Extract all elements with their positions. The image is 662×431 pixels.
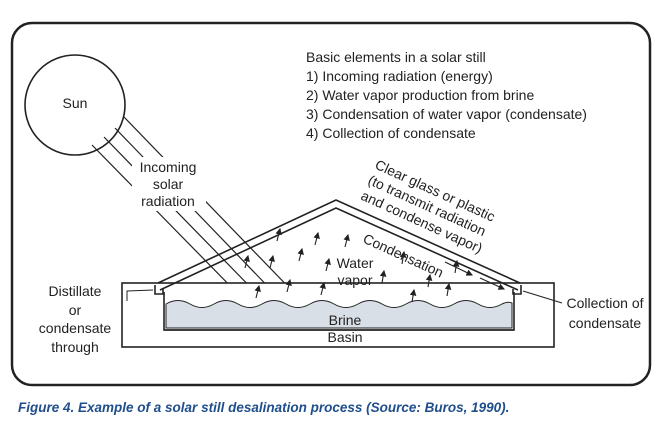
gutter-left bbox=[154, 285, 164, 295]
figure-caption-text: Example of a solar still desalination pr… bbox=[74, 400, 510, 415]
vapor-arrow bbox=[324, 257, 331, 272]
sun-ray bbox=[91, 144, 244, 300]
svg-text:Incoming: Incoming bbox=[140, 159, 197, 175]
vapor-arrow bbox=[313, 231, 320, 246]
brine-water bbox=[165, 300, 513, 329]
sun-ray bbox=[103, 136, 263, 300]
distillate-label: Distillate or condensate through bbox=[39, 283, 112, 355]
vapor-arrow bbox=[343, 233, 350, 248]
svg-text:solar: solar bbox=[153, 176, 184, 192]
collection-leader bbox=[522, 290, 563, 304]
sun-ray bbox=[114, 127, 281, 300]
distillate-leader bbox=[126, 289, 154, 301]
svg-text:condensate: condensate bbox=[569, 315, 642, 331]
element-item: 2) Water vapor production from brine bbox=[306, 87, 534, 103]
condensation-arrow bbox=[479, 277, 505, 290]
vapor-arrow bbox=[409, 288, 417, 303]
solar-still-diagram: Sun Incoming solar radiation Basic eleme… bbox=[10, 21, 652, 387]
vapor-arrow bbox=[319, 281, 326, 296]
vapor-arrow bbox=[275, 227, 282, 242]
figure-number: Figure 4. bbox=[18, 400, 75, 415]
element-item: 3) Condensation of water vapor (condensa… bbox=[306, 106, 587, 122]
vapor-arrow bbox=[444, 282, 452, 297]
basin-label: Basin bbox=[327, 329, 362, 345]
svg-text:or: or bbox=[69, 302, 82, 318]
svg-text:radiation: radiation bbox=[141, 193, 195, 209]
svg-text:Collection of: Collection of bbox=[566, 295, 643, 311]
vapor-arrow bbox=[254, 284, 261, 299]
elements-heading: Basic elements in a solar still bbox=[306, 49, 486, 65]
svg-text:vapor: vapor bbox=[337, 272, 372, 288]
sun-ray bbox=[123, 116, 301, 300]
vapor-arrow bbox=[399, 250, 407, 265]
sun-circle bbox=[24, 54, 126, 156]
condensation-arrows bbox=[444, 261, 505, 290]
figure-caption: Figure 4. Example of a solar still desal… bbox=[18, 400, 509, 415]
svg-text:through: through bbox=[51, 339, 98, 355]
vapor-arrow bbox=[425, 273, 433, 288]
incoming-radiation-label: Incoming solar radiation bbox=[140, 159, 197, 209]
element-item: 4) Collection of condensate bbox=[306, 125, 476, 141]
svg-text:Distillate: Distillate bbox=[49, 283, 102, 299]
vapor-arrow bbox=[297, 247, 304, 262]
brine-label: Brine bbox=[329, 312, 362, 328]
vapor-arrow bbox=[268, 254, 275, 269]
elements-list: Basic elements in a solar still 1) Incom… bbox=[306, 49, 587, 141]
vapor-arrow bbox=[243, 254, 250, 269]
water-vapor-label: Water vapor bbox=[337, 255, 374, 288]
sun-rays bbox=[91, 116, 301, 300]
sun-label: Sun bbox=[63, 95, 88, 111]
svg-text:Water: Water bbox=[337, 255, 374, 271]
vapor-arrow bbox=[285, 278, 292, 293]
vapor-arrow bbox=[379, 269, 387, 284]
svg-text:condensate: condensate bbox=[39, 320, 112, 336]
gutter-right bbox=[512, 285, 522, 295]
element-item: 1) Incoming radiation (energy) bbox=[306, 68, 493, 84]
collection-label: Collection of condensate bbox=[566, 295, 643, 331]
vapor-arrows bbox=[243, 227, 460, 303]
condensation-arrow bbox=[444, 261, 473, 276]
